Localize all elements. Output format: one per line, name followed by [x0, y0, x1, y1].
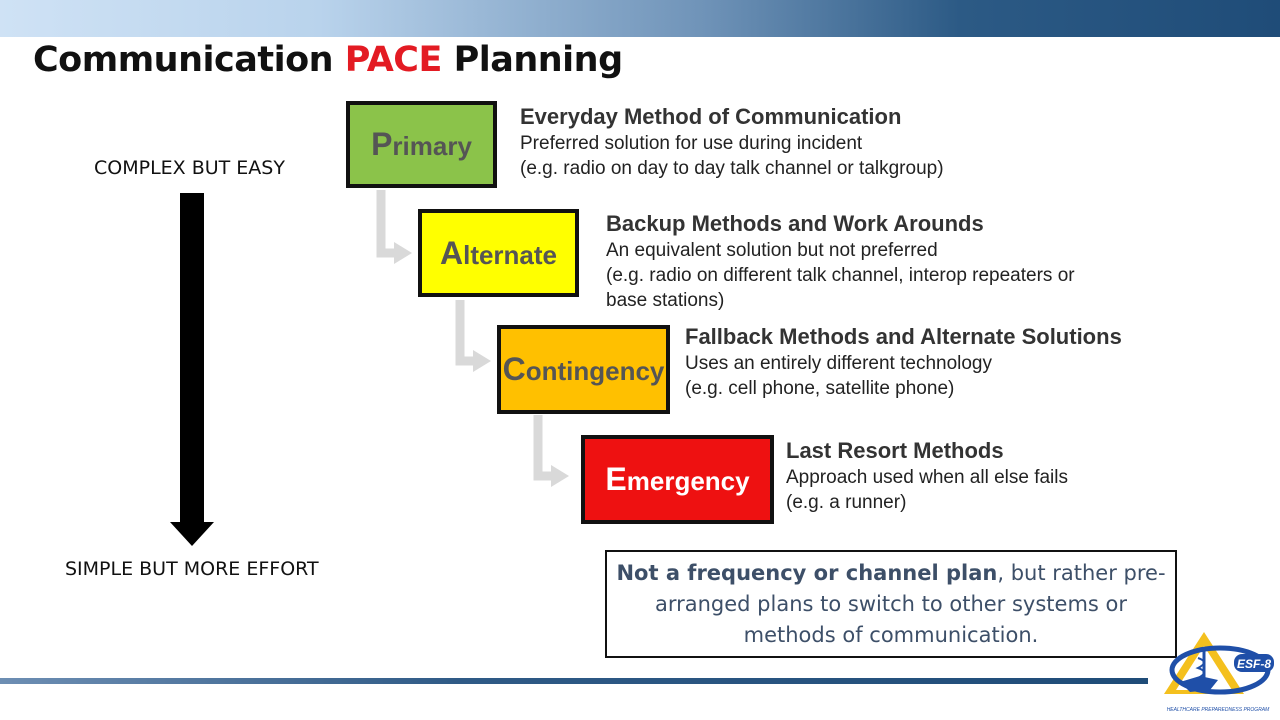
stage-primary-label: Primary — [371, 126, 472, 162]
stage-alternate-description: Backup Methods and Work Arounds An equiv… — [606, 210, 1075, 313]
description-line: (e.g. cell phone, satellite phone) — [685, 378, 955, 399]
description-line: Approach used when all else fails — [786, 467, 1069, 488]
bottom-rule — [0, 678, 1148, 684]
stage-contingency-label: Contingency — [502, 351, 665, 387]
stage-alternate-heading: Backup Methods and Work Arounds — [606, 211, 984, 236]
description-line: (e.g. radio on different talk channel, i… — [606, 265, 1075, 286]
stage-emergency-label: Emergency — [605, 461, 750, 497]
description-line: (e.g. radio on day to day talk channel o… — [520, 158, 944, 179]
note-bold: Not a frequency or channel plan — [616, 561, 998, 585]
connector-arrow-3 — [533, 415, 553, 481]
logo-caption: HEALTHCARE PREPAREDNESS PROGRAM — [1166, 707, 1270, 713]
stage-emergency-description: Last Resort Methods Approach used when a… — [786, 437, 1068, 515]
title-main: Communication — [33, 40, 334, 80]
description-line: base stations) — [606, 290, 725, 311]
page-title: Communication PACE Planning — [33, 40, 623, 80]
stage-contingency-heading: Fallback Methods and Alternate Solutions — [685, 324, 1122, 349]
stage-emergency-heading: Last Resort Methods — [786, 438, 1004, 463]
connector-arrow-2 — [455, 300, 475, 366]
description-line: An equivalent solution but not preferred — [606, 240, 938, 261]
scale-bottom-label: SIMPLE BUT MORE EFFORT — [65, 558, 319, 580]
connector-head-2 — [473, 350, 491, 372]
scale-top-label: COMPLEX BUT EASY — [94, 157, 285, 179]
esf8-logo-emblem: ESF-8 — [1164, 632, 1274, 695]
esf8-logo: ESF-8 HEALTHCARE PREPAREDNESS PROGRAM — [1160, 628, 1276, 714]
stage-primary-heading: Everyday Method of Communication — [520, 104, 902, 129]
title-accent: PACE — [344, 40, 443, 80]
scale-arrow-head — [170, 522, 214, 546]
stage-primary: Primary — [346, 101, 497, 188]
connector-head-3 — [551, 465, 569, 487]
stage-emergency: Emergency — [581, 435, 774, 524]
description-line: Preferred solution for use during incide… — [520, 133, 863, 154]
stage-contingency: Contingency — [497, 325, 670, 414]
note-rest: , but rather pre-arranged plans to switc… — [654, 561, 1166, 647]
stage-contingency-description: Fallback Methods and Alternate Solutions… — [685, 323, 1122, 401]
stage-alternate-label: Alternate — [439, 234, 558, 271]
title-rest: Planning — [453, 40, 624, 80]
scale-arrow-shaft — [180, 193, 204, 523]
description-line: Uses an entirely different technology — [685, 353, 992, 374]
stage-alternate: Alternate — [418, 209, 579, 297]
stage-primary-description: Everyday Method of Communication Preferr… — [520, 103, 944, 181]
connector-arrow-1 — [376, 190, 396, 258]
top-banner — [0, 0, 1280, 37]
note-box: Not a frequency or channel plan, but rat… — [605, 550, 1177, 658]
connector-head-1 — [394, 242, 412, 264]
description-line: (e.g. a runner) — [786, 492, 907, 513]
logo-badge-text: ESF-8 — [1237, 657, 1271, 671]
